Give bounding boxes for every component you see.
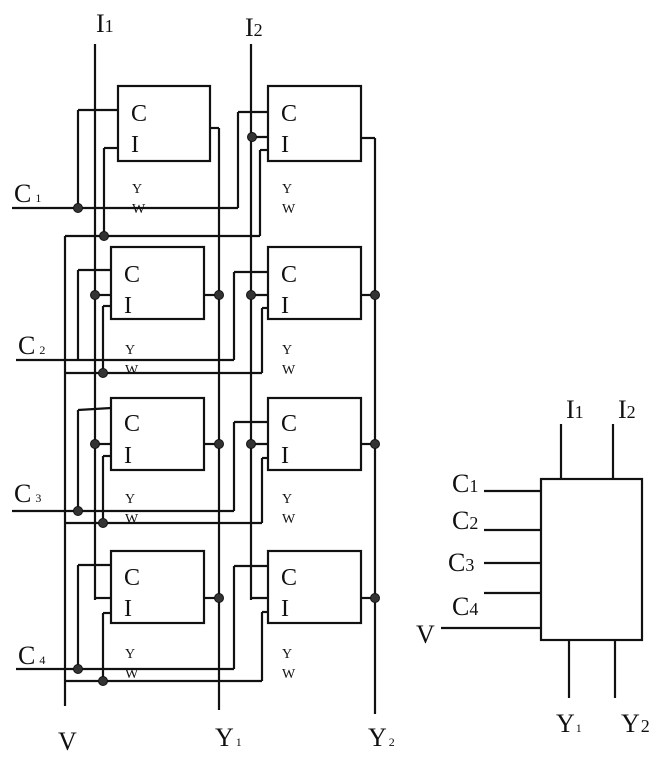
block-c4-label: C4 — [452, 592, 478, 621]
junction-dot — [73, 664, 83, 674]
cell-y-label: Y — [125, 492, 135, 507]
cell-w-label: W — [125, 363, 139, 378]
cell-c-label: C — [281, 411, 297, 437]
junction-dot — [98, 368, 108, 378]
cell-i-label: I — [281, 596, 289, 622]
cell-w-label: W — [125, 667, 139, 682]
cell-c-label: C — [124, 565, 140, 591]
cell-4-2 — [266, 549, 363, 625]
junction-dot — [370, 439, 380, 449]
cell-1-2 — [266, 84, 363, 163]
junction-dot — [73, 203, 83, 213]
junction-dot — [247, 132, 257, 142]
junction-dot — [73, 506, 83, 516]
cell-w-label: W — [282, 202, 296, 217]
block-c2-label: C2 — [452, 506, 478, 535]
cell-row-3: C I C I Y W Y W — [12, 396, 380, 528]
junction-dot — [214, 439, 224, 449]
cell-3-2 — [266, 396, 363, 472]
cell-i-label: I — [124, 293, 132, 319]
junction-dot — [90, 439, 100, 449]
cell-3-1 — [109, 396, 206, 472]
cell-y-label: Y — [282, 492, 292, 507]
cell-w-label: W — [132, 202, 146, 217]
junction-dot — [98, 518, 108, 528]
junction-dot — [246, 290, 256, 300]
cell-y-label: Y — [125, 343, 135, 358]
cell-y-label: Y — [282, 343, 292, 358]
block-i1-label: I1 — [566, 395, 584, 424]
cell-row-2: C I C I Y W Y W — [16, 245, 380, 378]
cell-2-2 — [266, 245, 363, 321]
cell-w-label: W — [282, 363, 296, 378]
cell-w-label: W — [282, 512, 296, 527]
junction-dot — [90, 290, 100, 300]
i1-label: I1 — [96, 9, 114, 38]
junction-dot — [98, 676, 108, 686]
cell-1-1 — [116, 84, 212, 163]
cell-i-label: I — [281, 132, 289, 158]
cell-2-1 — [109, 245, 206, 321]
cell-i-label: I — [124, 443, 132, 469]
cell-i-label: I — [131, 132, 139, 158]
v-label: V — [58, 727, 77, 756]
cell-y-label: Y — [125, 647, 135, 662]
i2-label: I2 — [245, 13, 263, 42]
junction-dot — [99, 231, 109, 241]
block-y2-label: Y2 — [621, 709, 650, 738]
cell-y-label: Y — [282, 647, 292, 662]
cell-c-label: C — [124, 411, 140, 437]
junction-dot — [246, 439, 256, 449]
cell-row-1: C I C I Y W Y W — [12, 84, 375, 241]
cell-i-label: I — [124, 596, 132, 622]
cell-c-label: C — [281, 262, 297, 288]
block-symbol: I1 I2 C1 C2 C3 C4 V Y1 Y2 — [416, 395, 650, 738]
cell-c-label: C — [281, 101, 297, 127]
block-v-label: V — [416, 620, 435, 649]
cell-i-label: I — [281, 443, 289, 469]
block-c3-label: C3 — [448, 548, 474, 577]
junction-dot — [370, 290, 380, 300]
cell-w-label: W — [125, 512, 139, 527]
cell-4-1 — [109, 549, 206, 625]
cell-w-label: W — [282, 667, 296, 682]
block-c1-label: C1 — [452, 469, 478, 498]
cell-i-label: I — [281, 293, 289, 319]
cell-row-4: C I C I Y W Y W — [16, 549, 380, 686]
junction-dot — [214, 593, 224, 603]
block-box — [539, 477, 644, 642]
cell-c-label: C — [281, 565, 297, 591]
junction-dot — [370, 593, 380, 603]
junction-dot — [214, 290, 224, 300]
cell-y-label: Y — [132, 182, 142, 197]
cell-y-label: Y — [282, 182, 292, 197]
block-i2-label: I2 — [618, 395, 636, 424]
block-y1-label: Y1 — [556, 709, 582, 738]
cell-c-label: C — [131, 101, 147, 127]
cell-c-label: C — [124, 262, 140, 288]
